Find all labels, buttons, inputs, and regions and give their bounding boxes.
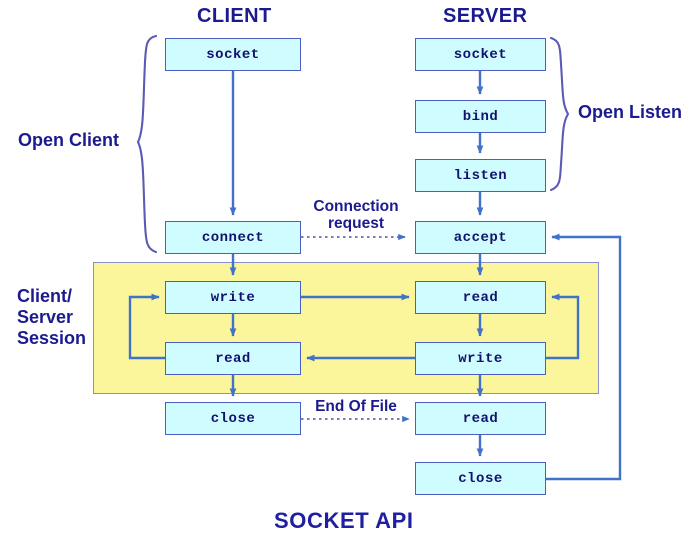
node-server-accept[interactable]: accept	[415, 221, 546, 254]
node-client-socket[interactable]: socket	[165, 38, 301, 71]
session-label-line-3: Session	[17, 327, 87, 348]
node-server-write[interactable]: write	[415, 342, 546, 375]
open-client-brace	[136, 34, 158, 254]
connection-request-line-1: Connection	[313, 198, 399, 215]
group-label-open-client: Open Client	[18, 130, 120, 150]
column-heading-server: SERVER	[443, 5, 528, 27]
diagram-caption: SOCKET API	[274, 508, 414, 533]
connection-request-line-2: request	[328, 215, 384, 233]
session-label-line-2: Server	[17, 306, 74, 327]
column-heading-client: CLIENT	[197, 5, 272, 27]
node-server-read-2[interactable]: read	[415, 402, 546, 435]
node-server-listen[interactable]: listen	[415, 159, 546, 192]
node-server-socket[interactable]: socket	[415, 38, 546, 71]
node-server-read-1[interactable]: read	[415, 281, 546, 314]
node-client-connect[interactable]: connect	[165, 221, 301, 254]
edge-label-end-of-file: End Of File	[315, 398, 397, 415]
group-label-session: Client/ Server Session	[17, 286, 86, 349]
node-server-bind[interactable]: bind	[415, 100, 546, 133]
session-label-line-1: Client/	[17, 286, 73, 306]
node-server-close[interactable]: close	[415, 462, 546, 495]
node-client-close[interactable]: close	[165, 402, 301, 435]
open-listen-brace	[549, 36, 570, 192]
edge-label-connection-request: Connection request	[303, 198, 409, 232]
node-client-read[interactable]: read	[165, 342, 301, 375]
node-client-write[interactable]: write	[165, 281, 301, 314]
group-label-open-listen: Open Listen	[578, 102, 683, 122]
